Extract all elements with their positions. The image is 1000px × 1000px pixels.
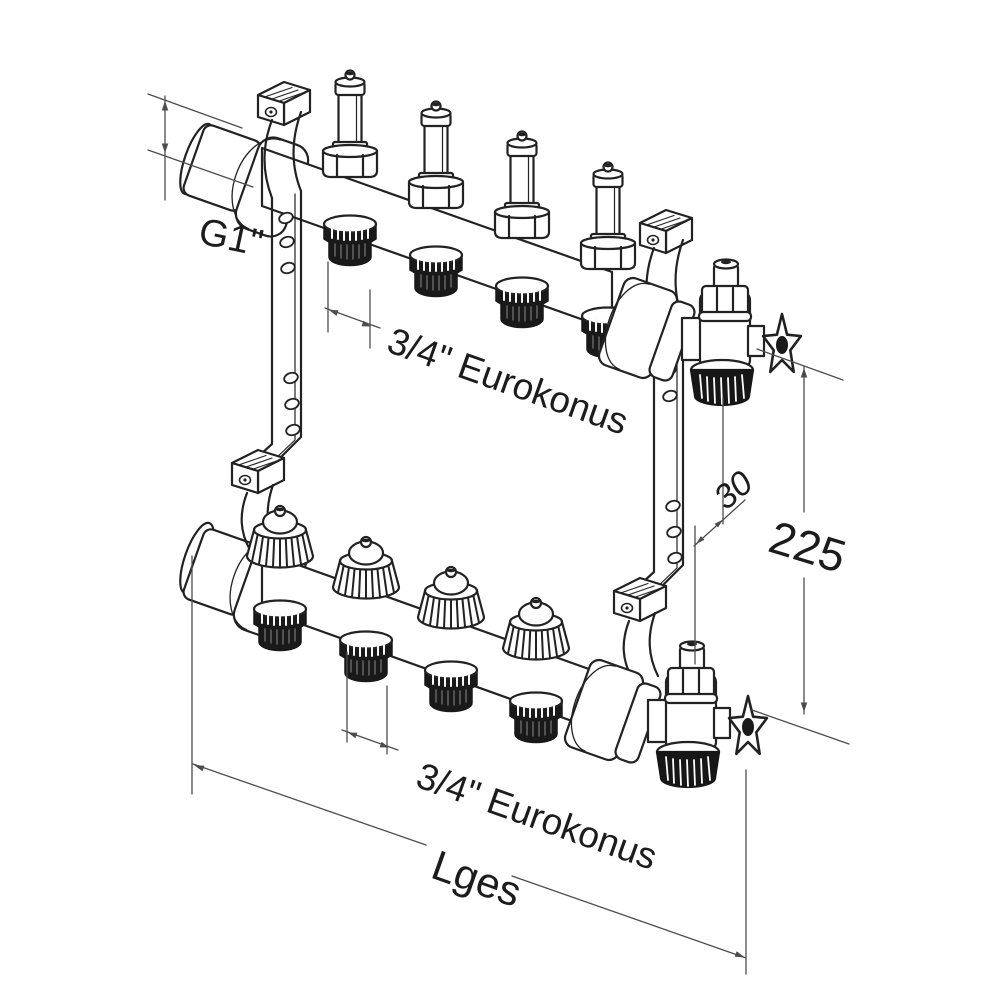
drain-valve-top [593, 258, 803, 407]
drain-valve-bottom [559, 640, 769, 789]
valve-stem-3 [493, 130, 551, 240]
top-outlet-1 [322, 214, 378, 267]
flow-cap-3 [416, 565, 486, 630]
bottom-outlet-2 [338, 630, 394, 683]
dimension-height-225 [751, 348, 850, 745]
valve-stem-4 [579, 161, 637, 271]
label-total-height: 225 [763, 511, 852, 583]
valve-stem-2 [407, 100, 465, 210]
bottom-outlet-3 [423, 660, 479, 713]
dimension-total-length [191, 555, 747, 975]
bottom-outlet-4 [508, 691, 564, 744]
bottom-outlet-1 [252, 599, 308, 652]
flow-cap-1 [245, 504, 315, 569]
top-outlet-3 [494, 276, 550, 329]
flow-cap-4 [501, 596, 571, 661]
dimensions [147, 93, 850, 975]
flow-cap-2 [331, 535, 401, 600]
dimension-inlet-g1 [147, 93, 254, 201]
dimension-bottom-eurokonus [341, 651, 399, 755]
dimension-top-eurokonus [324, 261, 381, 349]
label-valve-offset: 30 [707, 464, 760, 517]
valve-stem-1 [321, 69, 379, 179]
dimension-offset-30 [693, 397, 746, 665]
top-outlet-2 [408, 245, 464, 298]
label-total-length: Lges [426, 841, 528, 916]
